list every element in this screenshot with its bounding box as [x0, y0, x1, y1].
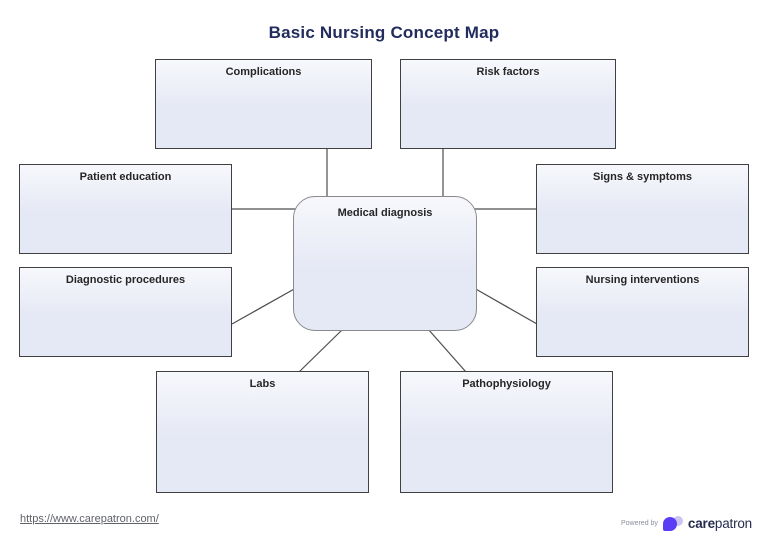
box-diagnostic-procedures: Diagnostic procedures: [19, 267, 232, 357]
center-node-medical-diagnosis: Medical diagnosis: [293, 196, 477, 331]
box-pathophysiology: Pathophysiology: [400, 371, 613, 493]
box-label: Complications: [225, 66, 302, 78]
box-label: Labs: [249, 378, 276, 390]
box-patient-education: Patient education: [19, 164, 232, 254]
box-nursing-interventions: Nursing interventions: [536, 267, 749, 357]
wordmark-care: care: [687, 515, 715, 531]
box-label: Diagnostic procedures: [65, 274, 186, 286]
carepatron-wordmark: carepatron: [688, 516, 752, 531]
box-label: Patient education: [79, 171, 172, 183]
powered-by-label: Powered by: [620, 519, 658, 527]
connector-labs: [298, 328, 344, 373]
box-signs-symptoms: Signs & symptoms: [536, 164, 749, 254]
box-label: Pathophysiology: [462, 378, 551, 390]
box-label: Nursing interventions: [585, 274, 700, 286]
box-label: Signs & symptoms: [592, 171, 693, 183]
footer-website-link[interactable]: https://www.carepatron.com/: [20, 513, 159, 525]
connector-diagnostic-procedures: [231, 287, 297, 325]
page-title: Basic Nursing Concept Map: [268, 23, 500, 42]
logo-circle-light: [672, 515, 683, 526]
connector-pathophysiology: [427, 328, 467, 373]
powered-by-badge: Powered by carepatron: [621, 511, 752, 535]
wordmark-patron: patron: [714, 515, 752, 531]
box-risk-factors: Risk factors: [400, 59, 616, 149]
box-label: Risk factors: [476, 66, 540, 78]
box-labs: Labs: [156, 371, 369, 493]
box-complications: Complications: [155, 59, 372, 149]
connector-nursing-interventions: [473, 287, 538, 325]
center-node-label: Medical diagnosis: [337, 207, 433, 219]
logo-blob: [662, 516, 677, 531]
carepatron-logo-icon: [662, 515, 683, 532]
